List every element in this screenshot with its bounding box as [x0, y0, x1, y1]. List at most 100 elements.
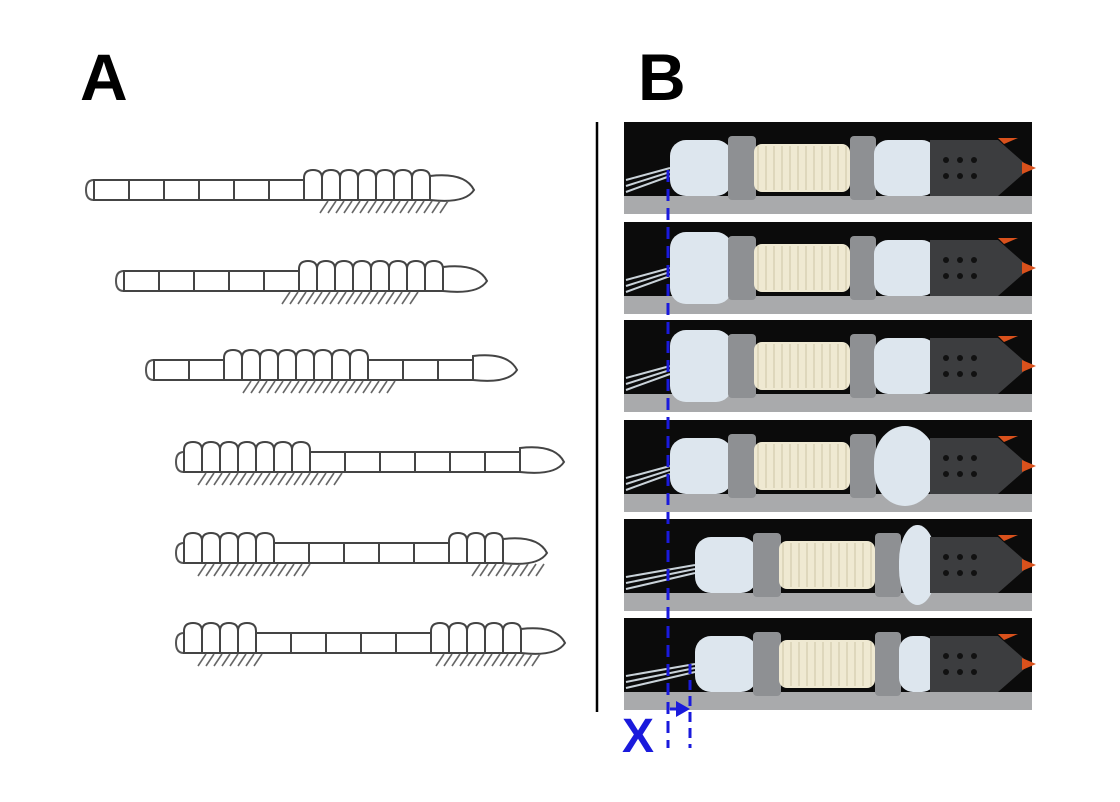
ground-hatch: [197, 472, 343, 486]
head-cone: [930, 537, 1030, 593]
hatch-stroke: [297, 291, 307, 305]
head-cone: [930, 140, 1030, 196]
hatch-stroke: [515, 653, 525, 667]
hatch-stroke: [325, 472, 335, 486]
vent-hole: [943, 471, 949, 477]
vent-hole: [943, 570, 949, 576]
air-tube: [625, 667, 696, 683]
hatch-stroke: [369, 291, 379, 305]
hatch-stroke: [221, 653, 231, 667]
extended-segment: [406, 259, 426, 292]
tape-band: [728, 236, 756, 300]
extended-segment: [201, 440, 221, 473]
tape-band: [753, 632, 781, 696]
table-surface: [624, 692, 1032, 710]
head-segment: [519, 446, 566, 474]
hatch-stroke: [277, 472, 287, 486]
hatch-stroke: [213, 563, 223, 577]
extended-segment: [259, 348, 279, 381]
hatch-stroke: [229, 563, 239, 577]
contracted-segment: [402, 359, 439, 381]
photo-frame-4: [624, 420, 1036, 512]
hatch-stroke: [281, 291, 291, 305]
displacement-arrowhead: [676, 701, 690, 717]
front-chamber: [874, 338, 936, 394]
hatch-stroke: [330, 380, 340, 394]
ground-hatch: [319, 200, 449, 214]
hatch-stroke: [459, 653, 469, 667]
hatch-stroke: [242, 380, 252, 394]
contracted-segment: [268, 179, 305, 201]
bellows-body: [779, 640, 875, 688]
extended-segment: [237, 440, 257, 473]
extended-segment: [339, 168, 359, 201]
air-tube: [625, 275, 671, 293]
worm-schematic-row-3: [144, 348, 519, 394]
vent-hole: [971, 173, 977, 179]
hatch-stroke: [353, 291, 363, 305]
extended-segment: [484, 531, 504, 564]
extended-segment: [237, 621, 257, 654]
air-tube: [625, 271, 671, 287]
head-segment: [442, 265, 489, 293]
hatch-stroke: [285, 563, 295, 577]
hatch-stroke: [475, 653, 485, 667]
head-fin: [998, 535, 1018, 541]
hatch-stroke: [221, 563, 231, 577]
contracted-segment: [344, 451, 381, 473]
vent-hole: [971, 455, 977, 461]
worm-schematic-row-5: [174, 531, 549, 577]
rear-chamber: [670, 438, 732, 494]
extended-segment: [183, 440, 203, 473]
hatch-stroke: [391, 200, 401, 214]
hatch-stroke: [451, 653, 461, 667]
worm-schematic-row-2: [114, 259, 489, 305]
vent-hole: [957, 371, 963, 377]
vent-hole: [971, 157, 977, 163]
hatch-stroke: [495, 563, 505, 577]
hatch-stroke: [321, 291, 331, 305]
contracted-segment: [193, 270, 230, 292]
extended-segment: [303, 168, 323, 201]
head-cone: [930, 636, 1030, 692]
worm-schematic-row-1: [84, 168, 476, 214]
front-chamber: [874, 426, 936, 506]
contracted-segment: [343, 542, 380, 564]
hatch-stroke: [298, 380, 308, 394]
vent-hole: [971, 570, 977, 576]
extended-segment: [502, 621, 522, 654]
hatch-stroke: [258, 380, 268, 394]
contracted-segment: [309, 451, 346, 473]
worm-schematic-row-6: [174, 621, 567, 667]
hatch-stroke: [301, 563, 311, 577]
contracted-segment: [255, 632, 292, 654]
hatch-stroke: [197, 653, 207, 667]
contracted-segment: [188, 359, 225, 381]
hatch-stroke: [487, 563, 497, 577]
extended-segment: [331, 348, 351, 381]
hatch-stroke: [213, 653, 223, 667]
bellows-body: [754, 144, 850, 192]
hatch-stroke: [293, 472, 303, 486]
ground-hatch: [242, 380, 396, 394]
contracted-segment: [123, 270, 160, 292]
tail-cap: [84, 179, 95, 201]
hatch-stroke: [346, 380, 356, 394]
contracted-segment: [378, 542, 415, 564]
vent-hole: [971, 273, 977, 279]
air-tube: [625, 473, 671, 491]
hatch-stroke: [531, 653, 541, 667]
head-tip: [1022, 360, 1036, 372]
hatch-stroke: [359, 200, 369, 214]
air-tube: [625, 167, 671, 181]
extended-segment: [352, 259, 372, 292]
hatch-stroke: [367, 200, 377, 214]
vent-hole: [957, 157, 963, 163]
table-surface: [624, 394, 1032, 412]
air-tube: [625, 469, 671, 485]
panel-label-b: B: [638, 40, 686, 114]
ground-hatch: [435, 653, 541, 667]
hatch-stroke: [471, 563, 481, 577]
hatch-stroke: [290, 380, 300, 394]
head-tip: [1022, 162, 1036, 174]
